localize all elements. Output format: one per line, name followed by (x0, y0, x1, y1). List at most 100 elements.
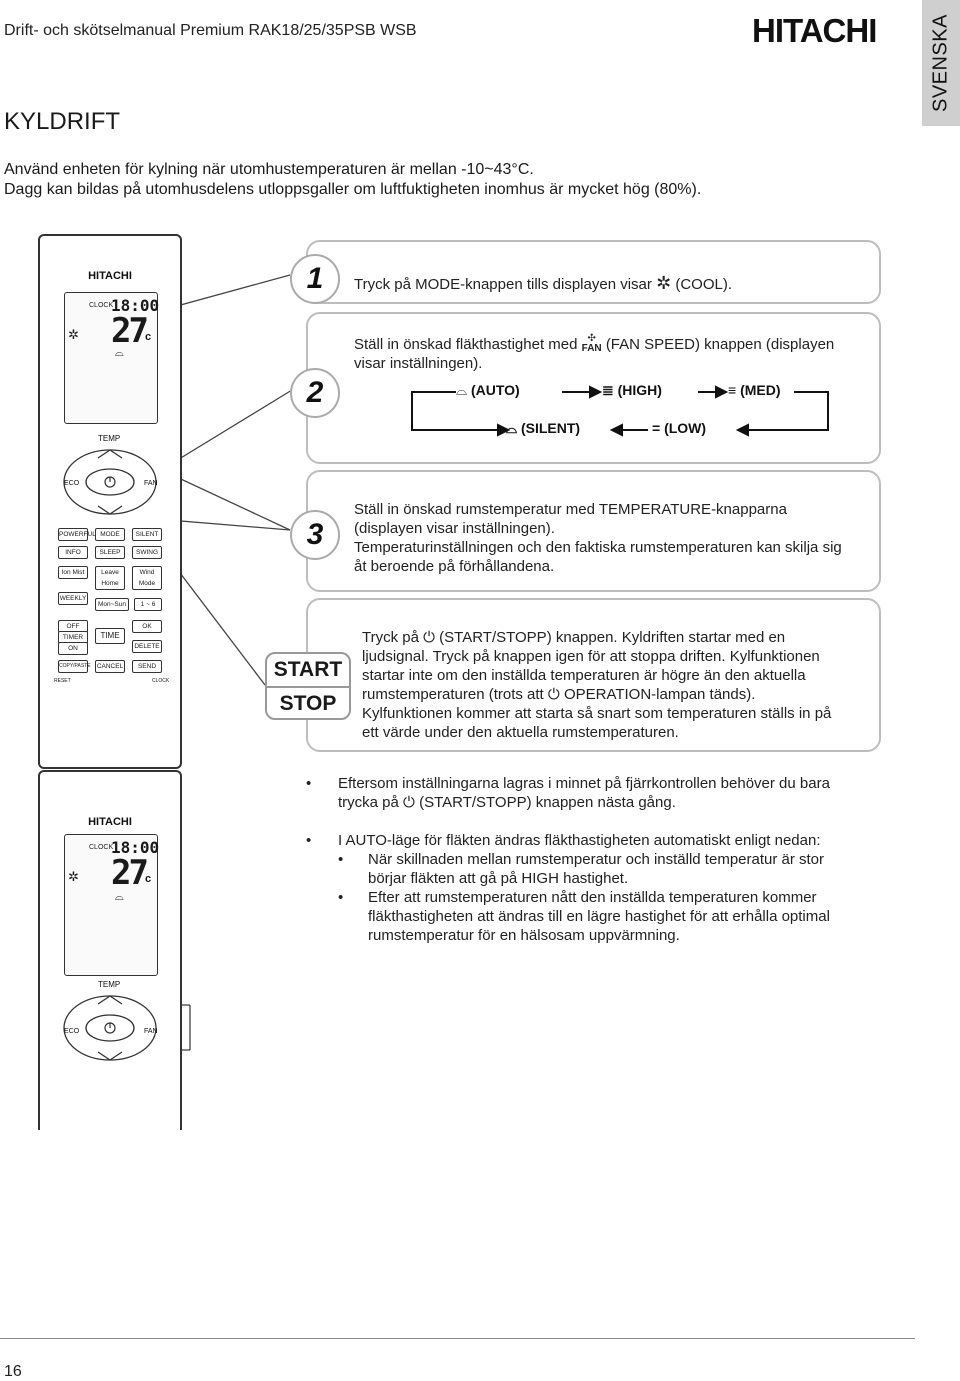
step-4-text: Tryck på ⏻ (START/STOPP) knappen. Kyldri… (362, 628, 872, 742)
step-1-text-b: (COOL). (675, 276, 732, 293)
sub-bullet-2-line-1: Efter att rumstemperaturen nått den inst… (368, 889, 817, 906)
bullet-dot: • (338, 851, 344, 868)
remote-button-info: INFO (58, 546, 88, 559)
step-4-line-1a: Tryck på (362, 629, 419, 646)
fan-speed-flow-diagram (411, 385, 829, 437)
power-icon: ⏻ (547, 686, 560, 703)
fan-silent-icon: ⌓ (506, 420, 518, 436)
remote-clock-label: CLOCK (89, 302, 114, 309)
remote-button-weekly: WEEKLY (58, 592, 88, 605)
remote-temperature: 27 (111, 853, 149, 893)
bullet-dot: • (338, 889, 344, 906)
intro-line-2: Dagg kan bildas på utomhusdelens utlopps… (4, 181, 702, 198)
step-2-text: Ställ in önskad fläkthastighet med ✣FAN … (354, 334, 874, 373)
remote-control-pad (63, 995, 157, 1061)
remote-brand: HITACHI (88, 270, 132, 282)
remote-button-ion-mist: Ion Mist (58, 566, 88, 579)
remote-display: CLOCK 18:00 ✲ 27 c ⌓ (64, 834, 160, 976)
step-4-line-4a: rumstemperaturen (trots att (362, 686, 544, 703)
remote-button-on: ON (58, 642, 88, 655)
remote-button-send: SEND (132, 660, 162, 673)
fan-speed-silent: ⌓ (SILENT) (506, 420, 580, 437)
remote-button-mon-sun: Mon~Sun (95, 598, 129, 611)
bullet-2-line-1: I AUTO-läge för fläkten ändras fläkthast… (338, 832, 821, 849)
step-3-line-2: (displayen visar inställningen). (354, 520, 555, 537)
remote-fan-label: FAN (144, 480, 158, 487)
remote-time: 18:00 (111, 838, 160, 857)
fan-auto-icon: ⌓ (456, 382, 468, 398)
remote-time: 18:00 (111, 296, 160, 315)
step-1-box: Tryck på MODE-knappen tills displayen vi… (306, 240, 881, 304)
fan-speed-high: ≣ (HIGH) (602, 382, 662, 399)
remote-button-wind-mode: Wind Mode (132, 566, 162, 590)
step-4-line-5: Kylfunktionen kommer att starta så snart… (362, 705, 832, 722)
bullet-1-line-2a: trycka på (338, 794, 399, 811)
remote-button-day-range: 1 ~ 6 (134, 598, 162, 611)
remote-display: CLOCK 18:00 ✲ 27 c ⌓ (64, 292, 160, 424)
step-1-text: Tryck på MODE-knappen tills displayen vi… (354, 274, 732, 294)
remote-button-mode: MODE (95, 528, 125, 541)
footer-divider (0, 1338, 915, 1339)
intro-text: Använd enheten för kylning när utomhuste… (4, 160, 904, 200)
sub-bullet-2-line-2: fläkthastigheten att ändras till en lägr… (368, 908, 830, 925)
fan-icon: ✣FAN (581, 333, 602, 354)
bullet-dot: • (306, 832, 312, 849)
fan-speed-high-label: (HIGH) (617, 382, 662, 398)
sub-bullet-1-line-1: När skillnaden mellan rumstemperatur och… (368, 851, 825, 868)
cool-mode-icon: ✲ (68, 869, 79, 884)
remote-temp-unit: c (145, 331, 152, 343)
step-4-line-6: ett värde under den aktuella rumstempera… (362, 724, 679, 741)
step-2-box: Ställ in önskad fläkthastighet med ✣FAN … (306, 312, 881, 464)
remote-clock-label: CLOCK (89, 844, 114, 851)
step-3-number: 3 (290, 510, 340, 560)
remote-control-pad (63, 449, 157, 515)
step-2-text-c: visar inställningen). (354, 355, 483, 372)
step-1-text-a: Tryck på MODE-knappen tills displayen vi… (354, 276, 652, 293)
remote-temp-label: TEMP (98, 980, 121, 989)
remote-eco-label: ECO (64, 1028, 80, 1035)
cool-mode-icon: ✲ (68, 327, 79, 342)
step-4-line-1b: (START/STOPP) knappen. Kyldriften starta… (439, 629, 786, 646)
fan-auto-icon: ⌓ (115, 891, 124, 903)
remote-button-sleep: SLEEP (95, 546, 125, 559)
step-4-box: Tryck på ⏻ (START/STOPP) knappen. Kyldri… (306, 598, 881, 752)
remote-button-silent: SILENT (132, 528, 162, 541)
fan-high-icon: ≣ (602, 382, 614, 398)
step-4-line-3: startar inte om den inställda temperatur… (362, 667, 806, 684)
sub-bullet-1: • När skillnaden mellan rumstemperatur o… (338, 850, 866, 888)
remote-brand: HITACHI (88, 816, 132, 828)
remote-button-ok: OK (132, 620, 162, 633)
remote-button-time: TIME (95, 628, 125, 644)
fan-speed-silent-label: (SILENT) (520, 420, 581, 436)
remote-control-illustration-2: HITACHI CLOCK 18:00 ✲ 27 c ⌓ TEMP ECO FA… (38, 770, 182, 1130)
step-2-text-a: Ställ in önskad fläkthastighet med (354, 336, 578, 353)
document-header-title: Drift- och skötselmanual Premium RAK18/2… (4, 22, 417, 39)
section-title: KYLDRIFT (4, 108, 121, 135)
bullet-item-1: • Eftersom inställningarna lagras i minn… (306, 774, 866, 812)
sub-bullet-2-line-3: rumstemperatur för en hälsosam uppvärmni… (368, 927, 680, 944)
sub-bullet-1-line-2: börjar fläkten att gå på HIGH hastighet. (368, 870, 629, 887)
step-3-line-3: Temperaturinställningen och den faktiska… (354, 539, 842, 556)
remote-button-swing: SWING (132, 546, 162, 559)
bullet-dot: • (306, 775, 312, 792)
remote-button-powerful: POWERFUL (58, 528, 96, 541)
remote-button-cancel: CANCEL (95, 660, 125, 673)
intro-line-1: Använd enheten för kylning när utomhuste… (4, 161, 534, 178)
fan-auto-icon: ⌓ (115, 347, 124, 359)
remote-temperature: 27 (111, 311, 149, 351)
remote-clock-button-label: CLOCK (152, 678, 170, 684)
bullet-1-line-1: Eftersom inställningarna lagras i minnet… (338, 775, 830, 792)
remote-reset-label: RESET (54, 678, 71, 684)
step-2-text-b: (FAN SPEED) knappen (displayen (605, 336, 835, 353)
step-3-line-1: Ställ in önskad rumstemperatur med TEMPE… (354, 501, 787, 518)
start-label: START (267, 654, 349, 688)
remote-control-illustration: HITACHI CLOCK 18:00 ✲ 27 c ⌓ TEMP ECO FA… (38, 234, 182, 769)
power-icon: ⏻ (403, 794, 415, 811)
fan-speed-low-label: (LOW) (664, 420, 707, 436)
step-4-line-4b: OPERATION-lampan tänds). (563, 686, 756, 703)
start-stop-badge: START STOP (265, 652, 351, 720)
bullet-1-line-2b: (START/STOPP) knappen nästa gång. (419, 794, 676, 811)
bullet-list: • Eftersom inställningarna lagras i minn… (306, 774, 866, 945)
hitachi-logo: HITACHI (752, 12, 877, 49)
remote-temp-label: TEMP (98, 434, 121, 443)
